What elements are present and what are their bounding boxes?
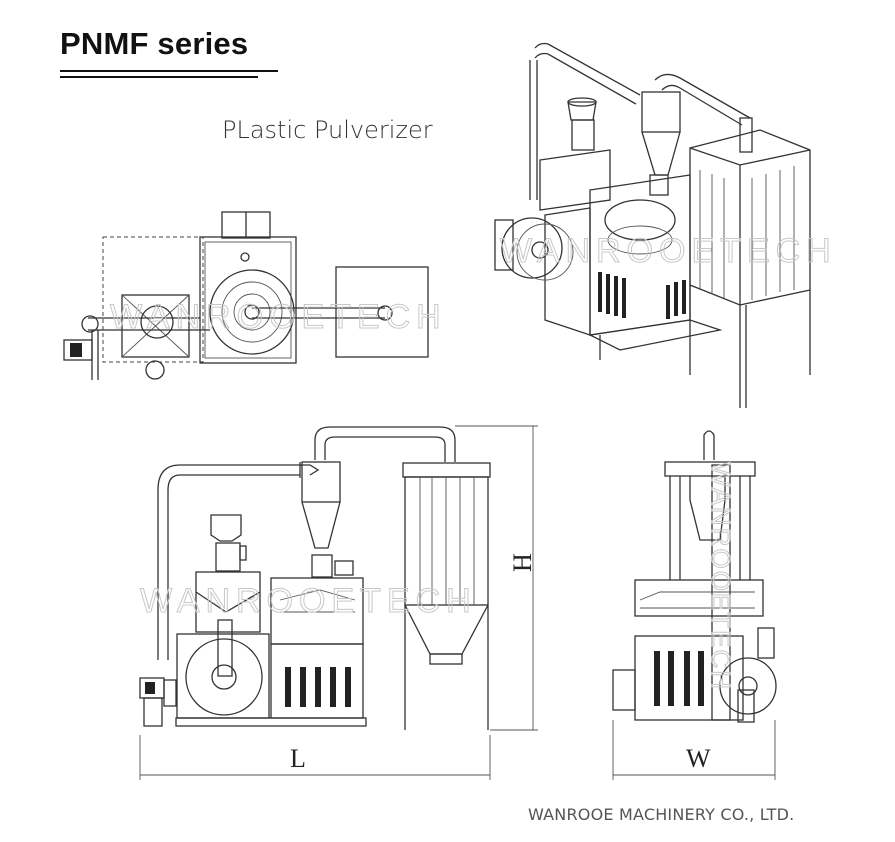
- top-view-pipe: [88, 317, 210, 331]
- company-name: WANROOE MACHINERY CO., LTD.: [528, 805, 795, 824]
- front-mill-disc: [185, 638, 263, 716]
- side-collector-top: [664, 461, 756, 477]
- front-base: [175, 717, 367, 727]
- top-view-mill-disc: [209, 269, 295, 355]
- front-cyclone: [301, 461, 341, 503]
- front-filter-lines: [419, 477, 475, 605]
- length-label: L: [290, 744, 306, 773]
- iso-watermark: WANROOETECH: [500, 232, 837, 270]
- side-sifter-frame: [634, 579, 764, 617]
- front-view: WANROOETECH L H: [139, 425, 538, 780]
- iso-filter-bags: [699, 166, 795, 300]
- side-view: WANROOETECH W: [612, 430, 777, 780]
- front-feeder-frame: [195, 571, 261, 633]
- top-view-frame: [199, 236, 297, 364]
- side-watermark: WANROOETECH: [706, 462, 736, 691]
- width-label: W: [686, 744, 711, 773]
- front-pipe-top: [314, 426, 456, 462]
- front-dust-collector: [402, 462, 491, 478]
- iso-mill: [501, 217, 563, 279]
- side-pipe: [703, 430, 715, 460]
- page-title: PNMF series: [60, 26, 249, 61]
- iso-upper-frame: [539, 149, 611, 211]
- iso-pipe-top: [534, 42, 641, 105]
- isometric-view: WANROOETECH: [494, 42, 837, 408]
- front-watermark: WANROOETECH: [140, 582, 477, 620]
- title-underline-secondary: [60, 76, 258, 78]
- side-motor: [612, 669, 636, 711]
- top-view-dust-collector: [335, 266, 429, 358]
- top-view-watermark: WANROOETECH: [110, 298, 447, 336]
- iso-pipe-right: [654, 73, 751, 126]
- top-view-grinder-frame: [121, 294, 190, 358]
- side-fan: [719, 657, 777, 715]
- top-view-outline: [102, 236, 204, 363]
- front-hopper: [210, 514, 242, 542]
- front-pipe-left: [157, 464, 300, 491]
- title-underline: [60, 70, 278, 72]
- iso-cyclone: [641, 91, 681, 133]
- iso-sifter: [604, 199, 676, 241]
- front-grills: [285, 667, 351, 707]
- height-label: H: [508, 553, 537, 572]
- side-grills: [654, 651, 704, 706]
- product-subtitle: PLastic Pulverizer: [222, 116, 433, 144]
- iso-grills: [598, 272, 686, 319]
- top-view: WANROOETECH: [63, 211, 447, 380]
- iso-dust-collector: [689, 129, 811, 306]
